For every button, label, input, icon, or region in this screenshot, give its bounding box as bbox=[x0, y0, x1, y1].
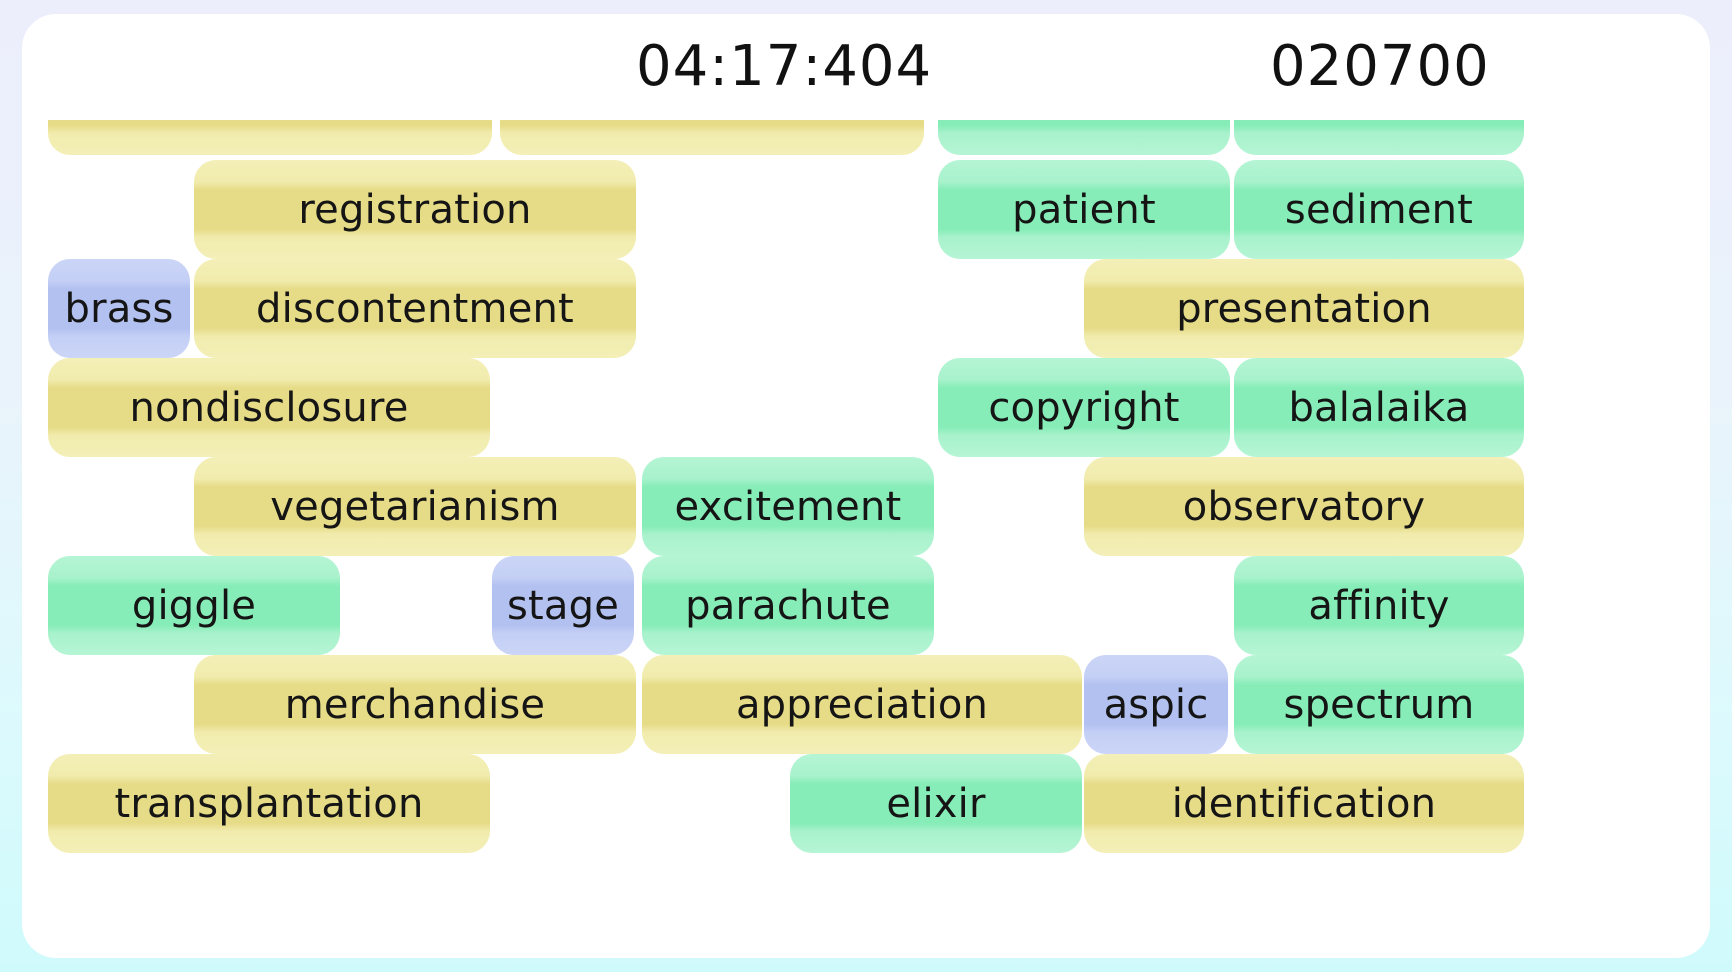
hud-header: 04:17:404 020700 bbox=[22, 14, 1710, 120]
word-pill[interactable]: giggle bbox=[48, 556, 340, 655]
word-pill[interactable]: discontentment bbox=[194, 259, 636, 358]
word-pill[interactable]: transplantation bbox=[48, 754, 490, 853]
word-pill[interactable]: aspic bbox=[1084, 655, 1228, 754]
word-pill[interactable]: identification bbox=[1084, 754, 1524, 853]
word-pill[interactable]: observatory bbox=[1084, 457, 1524, 556]
word-pill[interactable]: appreciation bbox=[642, 655, 1082, 754]
word-pill[interactable]: nondisclosure bbox=[48, 358, 490, 457]
timer-display: 04:17:404 bbox=[636, 34, 933, 99]
word-pill[interactable] bbox=[938, 120, 1230, 155]
word-pill[interactable]: vegetarianism bbox=[194, 457, 636, 556]
word-pill[interactable]: sediment bbox=[1234, 160, 1524, 259]
word-pill[interactable]: copyright bbox=[938, 358, 1230, 457]
word-pill[interactable]: excitement bbox=[642, 457, 934, 556]
word-pill[interactable] bbox=[500, 120, 924, 155]
score-display: 020700 bbox=[1270, 34, 1490, 99]
word-pill[interactable]: parachute bbox=[642, 556, 934, 655]
word-pill[interactable] bbox=[48, 120, 492, 155]
word-pill[interactable]: presentation bbox=[1084, 259, 1524, 358]
word-pill[interactable]: merchandise bbox=[194, 655, 636, 754]
word-pill[interactable]: spectrum bbox=[1234, 655, 1524, 754]
word-pill[interactable] bbox=[1234, 120, 1524, 155]
word-pill[interactable]: patient bbox=[938, 160, 1230, 259]
word-pill[interactable]: balalaika bbox=[1234, 358, 1524, 457]
word-pill[interactable]: registration bbox=[194, 160, 636, 259]
word-pill[interactable]: elixir bbox=[790, 754, 1082, 853]
word-pill[interactable]: affinity bbox=[1234, 556, 1524, 655]
word-pill[interactable]: brass bbox=[48, 259, 190, 358]
word-pill[interactable]: stage bbox=[492, 556, 634, 655]
word-row bbox=[22, 120, 1710, 155]
